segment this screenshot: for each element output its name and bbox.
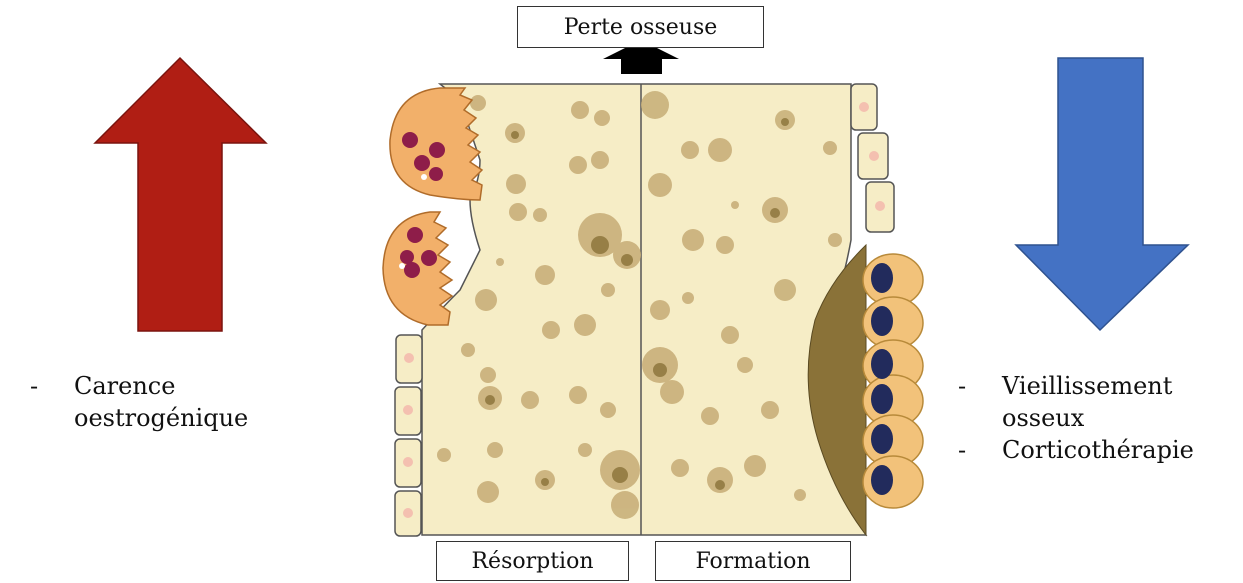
osteoclast-icon: [390, 88, 482, 200]
list-item-text: oestrogénique: [74, 404, 248, 432]
red-up-arrow-icon: [95, 58, 266, 331]
formation-label: Formation: [655, 541, 851, 581]
osteoblast-icon: [863, 254, 923, 508]
osteoclast-icon: [383, 212, 452, 325]
list-item-text: Corticothérapie: [1002, 434, 1194, 466]
list-item-text: Carence: [74, 372, 175, 400]
right-factors-list: - Vieillissement osseux - Corticothérapi…: [958, 370, 1194, 466]
list-item-text: Vieillissement: [1002, 372, 1172, 400]
list-item: - Vieillissement osseux: [958, 370, 1194, 434]
blue-down-arrow-icon: [1016, 58, 1188, 330]
list-item: - Corticothérapie: [958, 434, 1194, 466]
list-item-text: osseux: [1002, 404, 1084, 432]
resorption-label: Résorption: [436, 541, 629, 581]
list-item: - Carence oestrogénique: [30, 370, 248, 434]
bullet: -: [958, 370, 1002, 434]
left-factors-list: - Carence oestrogénique: [30, 370, 248, 434]
bone-loss-label: Perte osseuse: [517, 6, 764, 48]
bullet: -: [30, 370, 74, 434]
lining-cells-left: [395, 335, 422, 536]
bullet: -: [958, 434, 1002, 466]
